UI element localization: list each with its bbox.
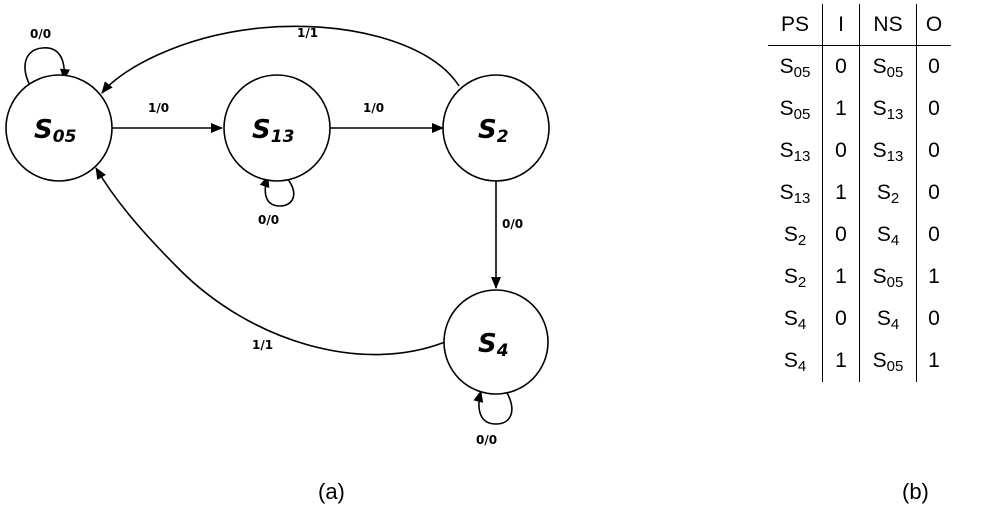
cell-o: 0 [916, 130, 951, 172]
header-i: I [822, 4, 860, 46]
label-s13-s2: 1/0 [363, 101, 384, 115]
transitions [24, 25, 513, 425]
edge-s2-s05 [101, 25, 460, 94]
cell-ns: S13 [859, 130, 917, 172]
edge-s13-self [259, 175, 295, 207]
cell-i: 0 [822, 214, 860, 256]
state-s13: S13 [223, 74, 331, 182]
cell-ns: S05 [859, 340, 917, 382]
edge-s05-self [24, 47, 70, 93]
state-label: S4 [478, 329, 509, 361]
header-o: O [916, 4, 951, 46]
state-circle [443, 289, 549, 395]
cell-o: 0 [916, 298, 951, 340]
cell-i: 0 [822, 130, 860, 172]
table-row: S05 1 S13 0 [768, 88, 951, 130]
transition-labels: 0/0 1/0 0/0 1/0 1/1 0/0 0/0 1/1 [30, 26, 523, 447]
cell-o: 1 [916, 340, 951, 382]
cell-ns: S2 [859, 172, 917, 214]
cell-ns: S4 [859, 298, 917, 340]
cell-ns: S13 [859, 88, 917, 130]
cell-ps: S05 [779, 55, 811, 81]
cell-ps: S2 [783, 223, 807, 249]
state-transition-table: PS I NS O S05 0 S05 0 S05 1 S13 0 S13 0 … [768, 4, 951, 382]
table-row: S05 0 S05 0 [768, 45, 951, 88]
state-s2: S2 [442, 74, 550, 182]
label-s4-s05: 1/1 [252, 338, 273, 352]
caption-b: (b) [902, 479, 929, 504]
cell-ps: S4 [783, 307, 807, 333]
cell-ns: S4 [859, 214, 917, 256]
cell-ns: S05 [859, 256, 917, 298]
state-diagram: 0/0 1/0 0/0 1/0 1/1 0/0 0/0 1/1 S05 S13 … [5, 25, 550, 447]
cell-ps: S4 [783, 349, 807, 375]
table-row: S13 0 S13 0 [768, 130, 951, 172]
state-label: S05 [34, 115, 76, 147]
edge-s4-s05 [95, 167, 446, 356]
label-s2-s4: 0/0 [502, 217, 523, 231]
state-circle [5, 74, 113, 182]
label-s05-self: 0/0 [30, 27, 51, 41]
cell-i: 0 [822, 45, 860, 88]
table-row: S2 1 S05 1 [768, 256, 951, 298]
cell-i: 0 [822, 298, 860, 340]
cell-o: 0 [916, 214, 951, 256]
state-s4: S4 [443, 289, 549, 395]
cell-o: 0 [916, 45, 951, 88]
cell-ns: S05 [859, 45, 917, 88]
table-row: S4 1 S05 1 [768, 340, 951, 382]
cell-i: 1 [822, 172, 860, 214]
caption-a: (a) [318, 479, 345, 504]
cell-i: 1 [822, 88, 860, 130]
label-s4-self: 0/0 [476, 433, 497, 447]
state-label: S13 [252, 115, 294, 147]
table-row: S4 0 S4 0 [768, 298, 951, 340]
state-s05: S05 [5, 74, 113, 182]
table-row: S13 1 S2 0 [768, 172, 951, 214]
header-ps: PS [768, 4, 823, 46]
cell-ps: S05 [779, 97, 811, 123]
header-ns: NS [859, 4, 917, 46]
edge-s4-self [473, 390, 513, 425]
state-label: S2 [478, 115, 509, 147]
cell-i: 1 [822, 340, 860, 382]
cell-ps: S2 [783, 265, 807, 291]
state-circle [223, 74, 331, 182]
cell-i: 1 [822, 256, 860, 298]
cell-ps: S13 [779, 139, 811, 165]
label-s13-self: 0/0 [258, 213, 279, 227]
cell-o: 0 [916, 172, 951, 214]
cell-o: 0 [916, 88, 951, 130]
label-s2-s05: 1/1 [297, 26, 318, 40]
cell-ps: S13 [779, 181, 811, 207]
cell-o: 1 [916, 256, 951, 298]
state-circle [442, 74, 550, 182]
label-s05-s13: 1/0 [148, 101, 169, 115]
table-header-row: PS I NS O [768, 4, 951, 46]
table-row: S2 0 S4 0 [768, 214, 951, 256]
